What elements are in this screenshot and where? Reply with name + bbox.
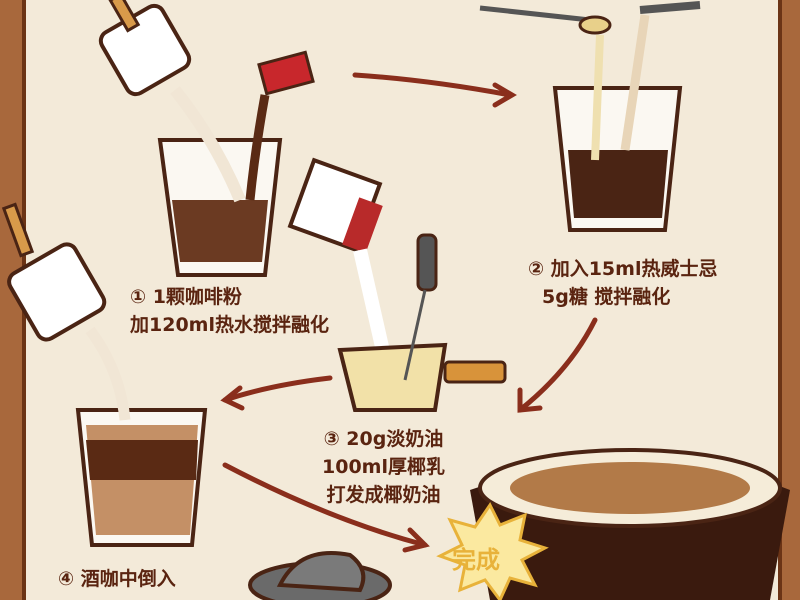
step-2-text: ② 加入15ml热威士忌 5g糖 搅拌融化 [528, 255, 717, 311]
step-4-text: ④ 酒咖中倒入 [58, 565, 176, 593]
hat-icon [248, 551, 392, 600]
badge-burst [436, 502, 549, 600]
kettle-step1 [98, 0, 246, 203]
step-1-line1: ① 1颗咖啡粉 [130, 286, 242, 308]
step-3-line3: 打发成椰奶油 [326, 484, 441, 506]
mixer-cup [337, 233, 507, 412]
arrow-1-to-2 [352, 72, 513, 98]
done-badge: 完成 [452, 546, 500, 574]
step-3-line2: 100ml厚椰乳 [322, 456, 445, 478]
arrows [220, 72, 598, 553]
glass-step2 [479, 1, 701, 232]
arrow-4-to-final [222, 462, 428, 548]
arrow-2-to-3 [517, 317, 598, 413]
cream-carton [287, 157, 392, 362]
step-4-line1: ④ 酒咖中倒入 [58, 568, 176, 590]
step-2-line1: ② 加入15ml热威士忌 [528, 258, 718, 280]
step-2-line2: 5g糖 搅拌融化 [542, 286, 671, 308]
glass-step4 [1, 202, 208, 547]
coffee-packet-icon [245, 50, 315, 201]
arrow-3-to-4 [222, 375, 333, 403]
final-drink [470, 448, 790, 600]
step-1-text: ① 1颗咖啡粉 加120ml热水搅拌融化 [130, 283, 329, 339]
step-3-text: ③ 20g淡奶油 100ml厚椰乳 打发成椰奶油 [322, 425, 445, 509]
step-3-line1: ③ 20g淡奶油 [323, 428, 444, 450]
step-1-line2: 加120ml热水搅拌融化 [130, 314, 329, 336]
